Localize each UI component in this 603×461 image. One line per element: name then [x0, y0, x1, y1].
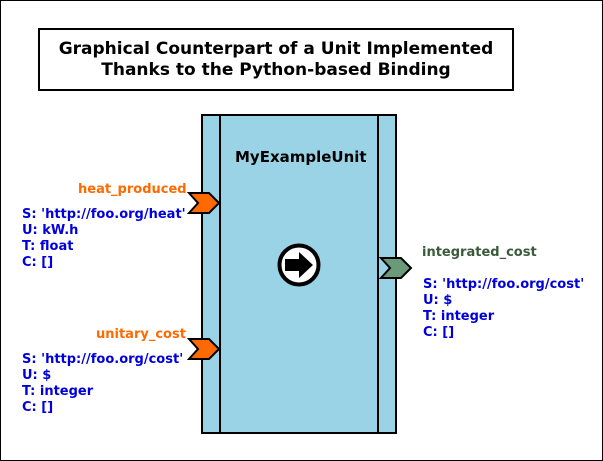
unit-input-bar: [203, 116, 221, 432]
input-port-label-unitary-cost: unitary_cost: [96, 327, 186, 342]
output-port-metadata-integrated-cost: S: 'http://foo.org/cost' U: $ T: integer…: [423, 277, 584, 341]
unit-output-bar: [377, 116, 395, 432]
output-port-chevron-icon[interactable]: [379, 256, 413, 280]
unit-of-measure: U: $: [22, 368, 52, 383]
constraints: C: []: [423, 325, 455, 340]
title-line-2: Thanks to the Python-based Binding: [101, 59, 451, 80]
unit-of-measure: U: kW.h: [22, 223, 79, 238]
input-port-chevron-icon[interactable]: [187, 191, 221, 215]
data-type: T: integer: [423, 309, 495, 324]
diagram-title: Graphical Counterpart of a Unit Implemen…: [38, 28, 514, 91]
run-arrow-icon[interactable]: [277, 243, 321, 287]
unit-of-measure: U: $: [423, 293, 453, 308]
constraints: C: []: [22, 400, 54, 415]
input-port-chevron-icon[interactable]: [187, 337, 221, 361]
semantic-type: S: 'http://foo.org/cost': [22, 352, 184, 367]
output-port-label-integrated-cost: integrated_cost: [422, 245, 537, 260]
unit-name: MyExampleUnit: [235, 148, 367, 166]
title-line-1: Graphical Counterpart of a Unit Implemen…: [58, 38, 494, 59]
data-type: T: integer: [22, 384, 94, 399]
input-port-metadata-heat-produced: S: 'http://foo.org/heat' U: kW.h T: floa…: [22, 207, 186, 271]
input-port-label-heat-produced: heat_produced: [78, 182, 187, 197]
data-type: T: float: [22, 239, 74, 254]
semantic-type: S: 'http://foo.org/cost': [423, 277, 585, 292]
semantic-type: S: 'http://foo.org/heat': [22, 207, 186, 222]
constraints: C: []: [22, 255, 54, 270]
input-port-metadata-unitary-cost: S: 'http://foo.org/cost' U: $ T: integer…: [22, 352, 183, 416]
